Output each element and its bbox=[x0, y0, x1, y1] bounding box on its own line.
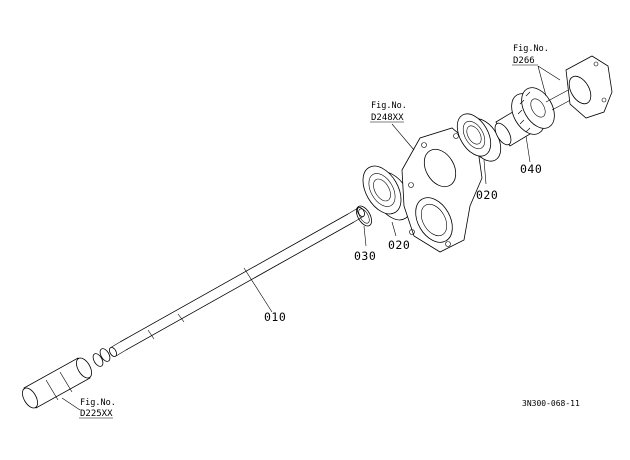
gear-040 bbox=[494, 87, 555, 147]
leader-010 bbox=[243, 267, 273, 313]
drawing-code: 3N300-068-11 bbox=[522, 399, 580, 408]
leader-d225xx bbox=[61, 397, 81, 411]
bearing-020-left bbox=[362, 165, 412, 221]
part-number-020-left: 020 bbox=[388, 238, 410, 252]
leader-040 bbox=[525, 135, 531, 163]
coupling-assembly bbox=[22, 348, 111, 409]
part-number-020-right: 020 bbox=[476, 188, 498, 202]
right-assembly-d266 bbox=[545, 55, 613, 119]
leader-d248xx bbox=[391, 123, 415, 151]
leader-030 bbox=[363, 225, 367, 247]
bearing-020-right bbox=[456, 113, 502, 162]
fig-ref-d248xx-code: D248XX bbox=[371, 113, 404, 123]
fig-ref-d266-label: Fig.No. bbox=[513, 44, 549, 54]
fig-ref-d225xx-label: Fig.No. bbox=[80, 398, 116, 408]
snap-ring-030 bbox=[356, 205, 372, 227]
fig-ref-d248xx-label: Fig.No. bbox=[371, 101, 407, 111]
fig-ref-d225xx-code: D225XX bbox=[80, 409, 113, 419]
leader-d266-b bbox=[537, 65, 547, 97]
part-number-030: 030 bbox=[354, 249, 376, 263]
part-number-010: 010 bbox=[264, 310, 286, 324]
part-number-040: 040 bbox=[520, 162, 542, 176]
gear-case-housing bbox=[401, 127, 483, 253]
fig-ref-d266-code: D266 bbox=[513, 56, 535, 66]
leader-020-right bbox=[483, 159, 487, 185]
shaft-010 bbox=[108, 207, 366, 357]
leader-d266-a bbox=[537, 65, 561, 81]
leader-020-left bbox=[391, 221, 397, 237]
